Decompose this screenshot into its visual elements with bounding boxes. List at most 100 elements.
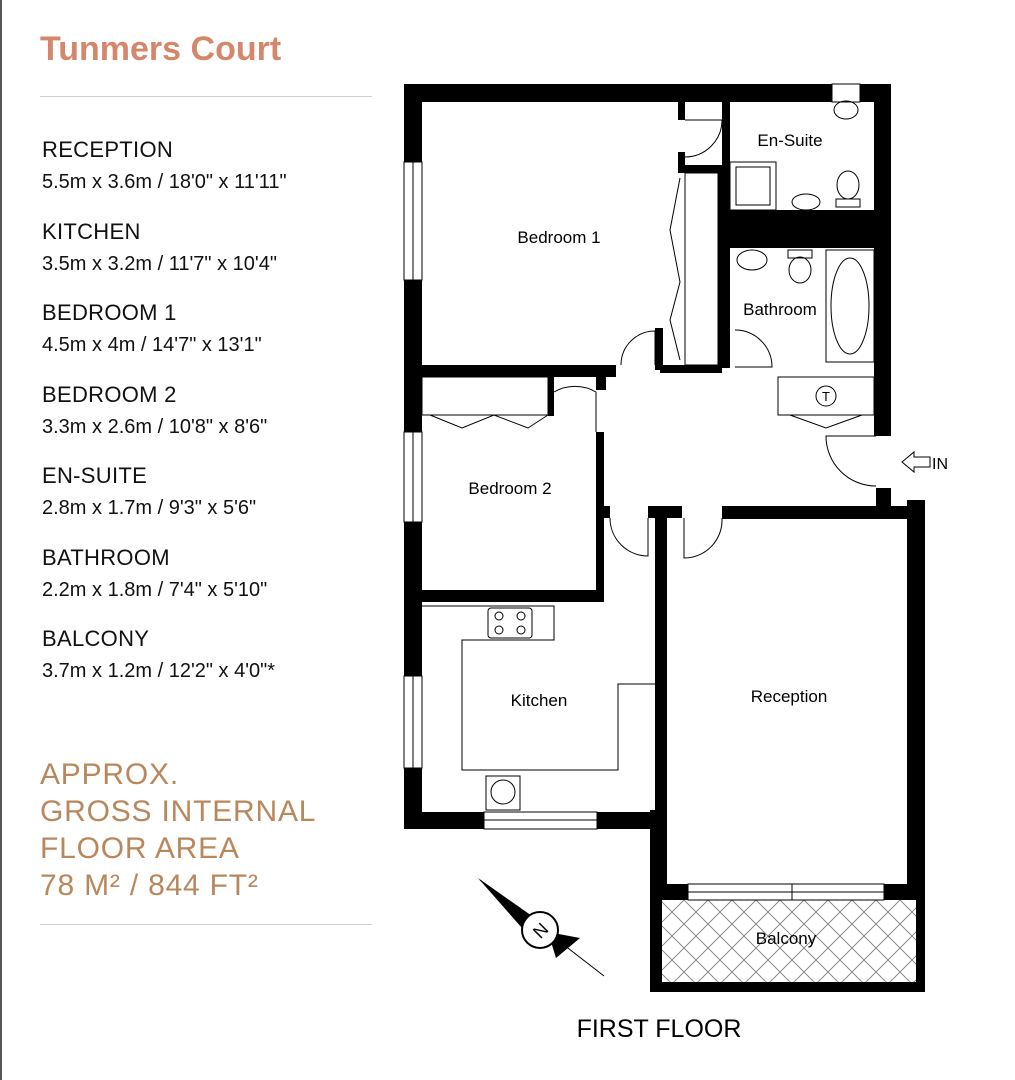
bedroom1-wardrobe xyxy=(684,172,719,366)
entrance-label: IN xyxy=(932,456,948,473)
worktop xyxy=(422,605,655,771)
hob xyxy=(487,607,533,639)
room-name: RECEPTION xyxy=(42,137,174,162)
area-divider xyxy=(40,924,372,925)
room-name: EN-SUITE xyxy=(42,463,148,488)
room-entry: KITCHEN 3.5m x 3.2m / 11'7" x 10'4" xyxy=(42,218,382,300)
wall xyxy=(660,365,722,373)
door-bedroom1 xyxy=(620,330,656,366)
wall xyxy=(884,884,916,900)
door-bathroom xyxy=(734,329,773,368)
wall xyxy=(678,152,685,170)
area-line: APPROX. xyxy=(40,758,179,791)
title-divider xyxy=(40,96,372,97)
wall xyxy=(404,84,891,102)
wall xyxy=(596,372,606,390)
area-line: GROSS INTERNAL xyxy=(40,795,317,828)
room-label-balcony: Balcony xyxy=(756,929,817,948)
gross-internal-area: APPROX. GROSS INTERNAL FLOOR AREA 78 M² … xyxy=(40,756,316,904)
wall xyxy=(722,210,884,248)
wall xyxy=(876,488,891,510)
wall xyxy=(678,102,685,120)
wall xyxy=(648,506,682,518)
wall xyxy=(597,812,662,829)
property-title: Tunmers Court xyxy=(40,30,282,68)
wall xyxy=(722,102,730,212)
shower-tray xyxy=(729,161,777,211)
basin xyxy=(791,193,821,211)
wall xyxy=(422,590,604,602)
wall xyxy=(604,506,610,518)
room-dimensions: 3.3m x 2.6m / 10'8" x 8'6" xyxy=(42,415,268,438)
door-reception xyxy=(683,517,723,559)
kitchen-fittings xyxy=(422,605,655,811)
balcony-decking xyxy=(662,900,916,982)
room-entry: BEDROOM 1 4.5m x 4m / 14'7" x 13'1" xyxy=(42,299,382,381)
door-ensuite xyxy=(684,119,723,158)
ensuite-fixtures xyxy=(729,100,861,211)
room-schedule: RECEPTION 5.5m x 3.6m / 18'0" x 11'11" K… xyxy=(42,136,382,707)
room-label-bedroom2: Bedroom 2 xyxy=(468,479,551,498)
bathroom-fixtures xyxy=(736,249,875,363)
entrance-arrow-icon xyxy=(901,450,931,474)
bathroom-toilet xyxy=(788,256,812,284)
bedroom2-wardrobe xyxy=(421,376,549,416)
room-name: KITCHEN xyxy=(42,218,141,244)
windows xyxy=(403,83,885,901)
wall xyxy=(404,365,616,377)
wall xyxy=(907,500,925,894)
room-name: BATHROOM xyxy=(42,544,170,570)
compass-icon xyxy=(478,878,605,977)
doors xyxy=(553,119,877,559)
washing-machine xyxy=(490,779,516,805)
wall xyxy=(722,506,925,519)
door-kitchen xyxy=(609,517,649,557)
room-dimensions: 3.7m x 1.2m / 12'2" x 4'0"* xyxy=(42,660,276,682)
room-name: BEDROOM 2 xyxy=(42,381,177,407)
ensuite-basin xyxy=(833,100,859,120)
wall xyxy=(874,84,891,436)
room-entry: BATHROOM 2.2m x 1.8m / 7'4" x 5'10" xyxy=(42,544,382,626)
wall xyxy=(596,432,604,602)
room-label-bedroom1: Bedroom 1 xyxy=(517,228,600,247)
room-entry: EN-SUITE 2.8m x 1.7m / 9'3" x 5'6" xyxy=(42,462,382,544)
room-dimensions: 2.2m x 1.8m / 7'4" x 5'10" xyxy=(42,578,268,601)
room-dimensions: 3.5m x 3.2m / 11'7" x 10'4" xyxy=(42,252,277,275)
bathtub xyxy=(825,249,875,363)
wall xyxy=(404,812,484,829)
room-dimensions: 2.8m x 1.7m / 9'3" x 5'6" xyxy=(42,497,257,519)
room-name: BEDROOM 1 xyxy=(42,300,177,325)
wall xyxy=(916,890,925,990)
room-dimensions: 4.5m x 4m / 14'7" x 13'1" xyxy=(42,334,262,356)
cupboard xyxy=(777,376,875,416)
wall xyxy=(718,165,730,368)
room-entry: BALCONY 3.7m x 1.2m / 12'2" x 4'0"* xyxy=(42,625,382,707)
room-entry: BEDROOM 2 3.3m x 2.6m / 10'8" x 8'6" xyxy=(42,381,382,463)
wall xyxy=(650,982,925,992)
bathroom-basin xyxy=(736,249,768,271)
room-name: BALCONY xyxy=(42,626,150,651)
room-label-kitchen: Kitchen xyxy=(511,691,568,710)
wall xyxy=(655,328,663,370)
window xyxy=(831,83,861,103)
room-dimensions: 5.5m x 3.6m / 18'0" x 11'11" xyxy=(42,171,287,193)
wardrobes xyxy=(421,172,875,429)
room-label-reception: Reception xyxy=(751,687,828,706)
room-entry: RECEPTION 5.5m x 3.6m / 18'0" x 11'11" xyxy=(42,136,382,218)
room-label-ensuite: En-Suite xyxy=(757,131,822,150)
door-bedroom2 xyxy=(553,385,597,432)
area-value: 78 M² / 844 FT² xyxy=(40,869,259,902)
page-edge-line xyxy=(0,0,2,1080)
entrance-door xyxy=(825,435,877,487)
floor-label: FIRST FLOOR xyxy=(577,1015,742,1043)
walls xyxy=(404,84,925,992)
balcony xyxy=(662,900,916,982)
area-line: FLOOR AREA xyxy=(40,832,240,865)
wall xyxy=(655,506,667,886)
room-label-bathroom: Bathroom xyxy=(743,300,817,319)
wall xyxy=(678,165,730,173)
wall xyxy=(662,884,688,900)
toilet xyxy=(836,170,860,200)
wall xyxy=(548,372,554,416)
